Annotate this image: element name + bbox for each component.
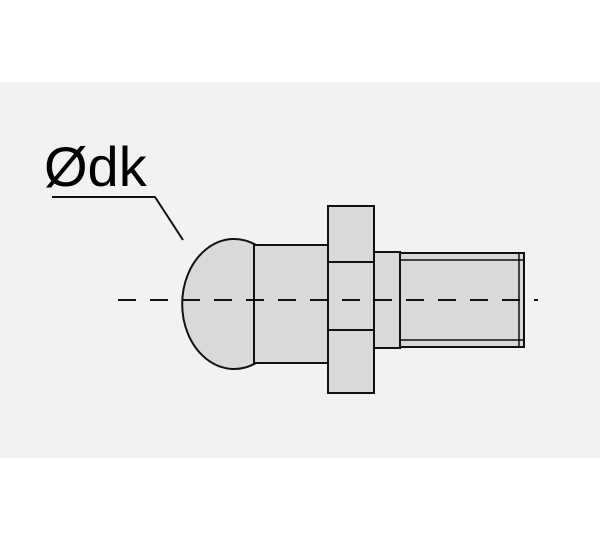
dimension-label: Ødk — [44, 135, 148, 198]
neck — [253, 244, 330, 364]
ball-head — [181, 238, 257, 370]
leader-line — [52, 196, 184, 241]
